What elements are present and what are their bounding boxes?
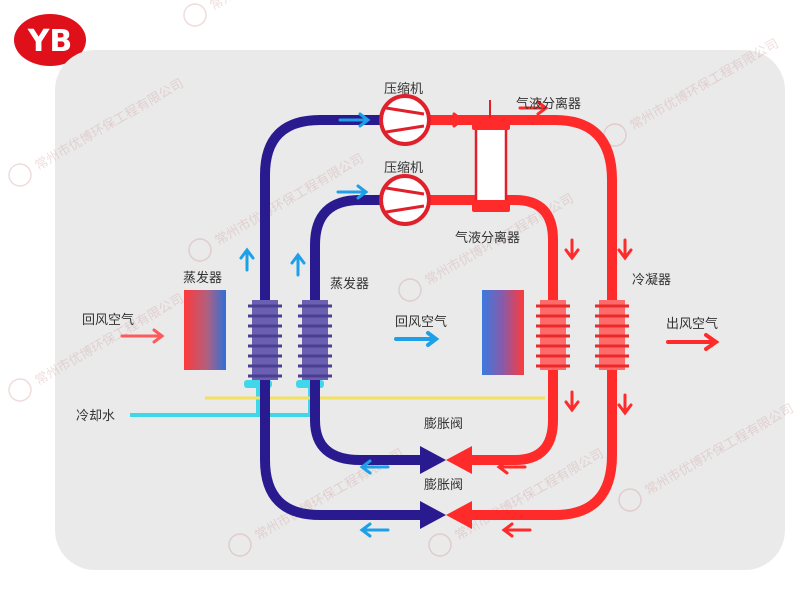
arrow-air-in [120,328,165,344]
arrow-blue-right [336,184,369,200]
arrow-blue-left [359,522,390,538]
watermark-badge [8,378,32,402]
compressor-bottom [379,174,431,226]
arrow-red-right [436,112,465,128]
arrow-red-down [564,390,580,413]
watermark-badge [188,238,212,262]
compressor-bottom-symbol [385,186,425,214]
arrow-blue-left [359,459,390,475]
valve-triangle-cold [420,446,446,474]
coil-body [252,300,278,380]
watermark-text: 常州市优博环保工程有限公司 [627,35,781,133]
watermark-text: 常州市优博环保工程有限公司 [32,290,186,388]
compressor-top-symbol [385,106,425,134]
coil-left-outer [248,300,282,380]
label-air-mid: 回风空气 [395,314,447,330]
watermark-text: 常州市优博环保工程有限公司 [642,400,796,498]
coil-right-outer [595,300,629,370]
arrow-red-down [617,238,633,261]
watermark-badge [618,488,642,512]
logo-badge [14,14,86,66]
watermark-badge [428,533,452,557]
arrow-red-left [496,459,527,475]
label-separator-top: 气液分离器 [516,96,581,112]
coil-body [302,300,328,380]
coil-rings [536,304,570,368]
coil-left-inner [298,300,332,380]
separator-cap-bottom [472,200,510,212]
label-air-out: 出风空气 [666,316,718,332]
coil-rings [595,304,629,368]
arrow-red-down [617,393,633,416]
coil-rings [298,304,332,378]
watermark-badge [398,278,422,302]
label-air-in: 回风空气 [82,312,134,328]
flow-arrows [120,100,720,538]
water-lines [130,380,545,417]
arrow-red-right [518,100,549,116]
label-valve-bottom: 膨胀阀 [424,478,463,493]
valve-triangle-cold [420,501,446,529]
arrow-red-left [501,522,532,538]
watermark-text: 常州市优博环保工程有限公司 [207,0,361,14]
logo-text: YB [27,24,73,59]
coil-rings [248,304,282,378]
label-separator-bottom: 气液分离器 [455,230,520,246]
valve-triangle-hot [446,446,472,474]
gas-liquid-separator [472,100,510,212]
compressor-bottom-body [379,174,431,226]
label-compressor-top: 压缩机 [384,81,423,97]
heat-exchanger-left [184,290,226,370]
inner-cold-pipe [310,195,435,465]
separator-body [474,118,508,212]
label-valve-top: 膨胀阀 [424,417,463,432]
company-logo: YB [14,14,86,66]
valve-triangle-hot [446,501,472,529]
watermark-badge [8,163,32,187]
compressor-top-body [379,94,431,146]
separator-cap-top [472,118,510,130]
coil-right-inner [536,300,570,370]
label-layer: 压缩机 压缩机 气液分离器 气液分离器 蒸发器 蒸发器 冷凝器 回风空气 回风空… [76,81,718,493]
label-evaporator-left: 蒸发器 [183,270,222,286]
arrow-air-mid [394,331,440,347]
arrow-air-out [666,333,720,351]
watermark-badge [183,3,207,27]
watermark-badge [228,533,252,557]
arrow-red-down [564,238,580,261]
expansion-valve-top [420,446,472,474]
label-compressor-bottom: 压缩机 [384,160,423,176]
watermark-text: 常州市优博环保工程有限公司 [32,75,186,173]
heat-exchanger-middle [482,290,524,375]
arrow-blue-right [338,112,371,128]
arrow-blue-up [239,247,255,272]
label-condenser-right: 冷凝器 [632,272,671,288]
arrow-blue-up [290,252,306,277]
expansion-valve-bottom [420,501,472,529]
label-evaporator-mid: 蒸发器 [330,276,369,292]
label-water: 冷却水 [76,409,115,424]
compressor-top [379,94,431,146]
